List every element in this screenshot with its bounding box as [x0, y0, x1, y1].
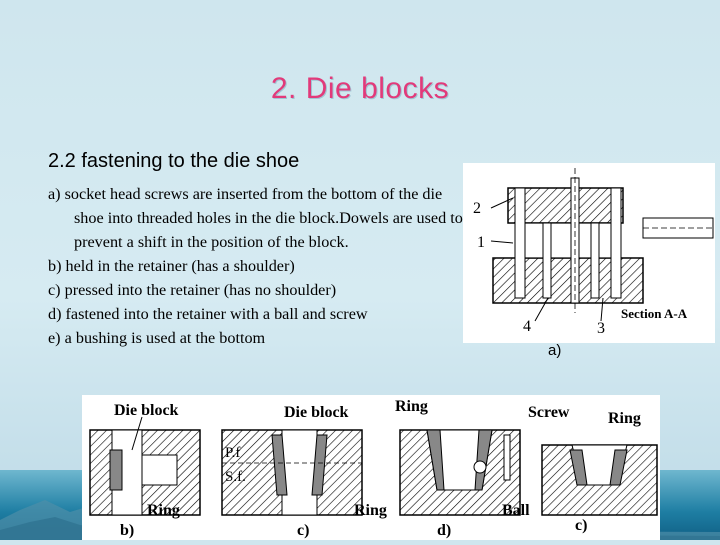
figure-b-label: b): [120, 522, 134, 539]
slide-subtitle: 2.2 fastening to the die shoe: [48, 150, 300, 172]
fastening-methods-list: a) socket head screws are inserted from …: [48, 182, 468, 350]
pf-label: P.f: [225, 445, 240, 461]
section-drawing: 2 1 4 3 Section A-A: [473, 168, 714, 337]
figure-d-label: d): [437, 522, 451, 539]
section-drawing-figure: 2 1 4 3 Section A-A: [463, 163, 715, 343]
screw-label: Screw: [528, 404, 570, 421]
section-label: Section A-A: [621, 306, 688, 321]
ball-label: Ball: [502, 502, 530, 519]
label-4: 4: [523, 318, 531, 335]
list-item: c) pressed into the retainer (has no sho…: [48, 281, 337, 299]
figure-c-label: c): [297, 522, 309, 539]
retainer-drawings: Die block Ring b) Die block P.f S.f. Rin…: [89, 398, 658, 539]
ring-label: Ring: [147, 502, 180, 519]
list-item: a) socket head screws are inserted from …: [48, 185, 463, 251]
sf-label: S.f.: [225, 469, 246, 485]
die-block-label: Die block: [284, 404, 349, 421]
list-item: d) fastened into the retainer with a bal…: [48, 305, 368, 323]
label-2: 2: [473, 200, 481, 217]
label-1: 1: [477, 234, 485, 251]
figure-a-caption: a): [548, 342, 562, 359]
figure-c-label: c): [575, 517, 587, 534]
ring-label: Ring: [395, 398, 428, 415]
slide-title: 2. Die blocks: [270, 72, 450, 105]
die-block-label: Die block: [114, 402, 179, 419]
list-item: b) held in the retainer (has a shoulder): [48, 257, 295, 275]
list-item: e) a bushing is used at the bottom: [48, 329, 266, 347]
label-3: 3: [597, 320, 605, 337]
retainer-drawings-figure: Die block Ring b) Die block P.f S.f. Rin…: [82, 395, 660, 540]
ring-label: Ring: [608, 410, 641, 427]
ring-label: Ring: [354, 502, 387, 519]
